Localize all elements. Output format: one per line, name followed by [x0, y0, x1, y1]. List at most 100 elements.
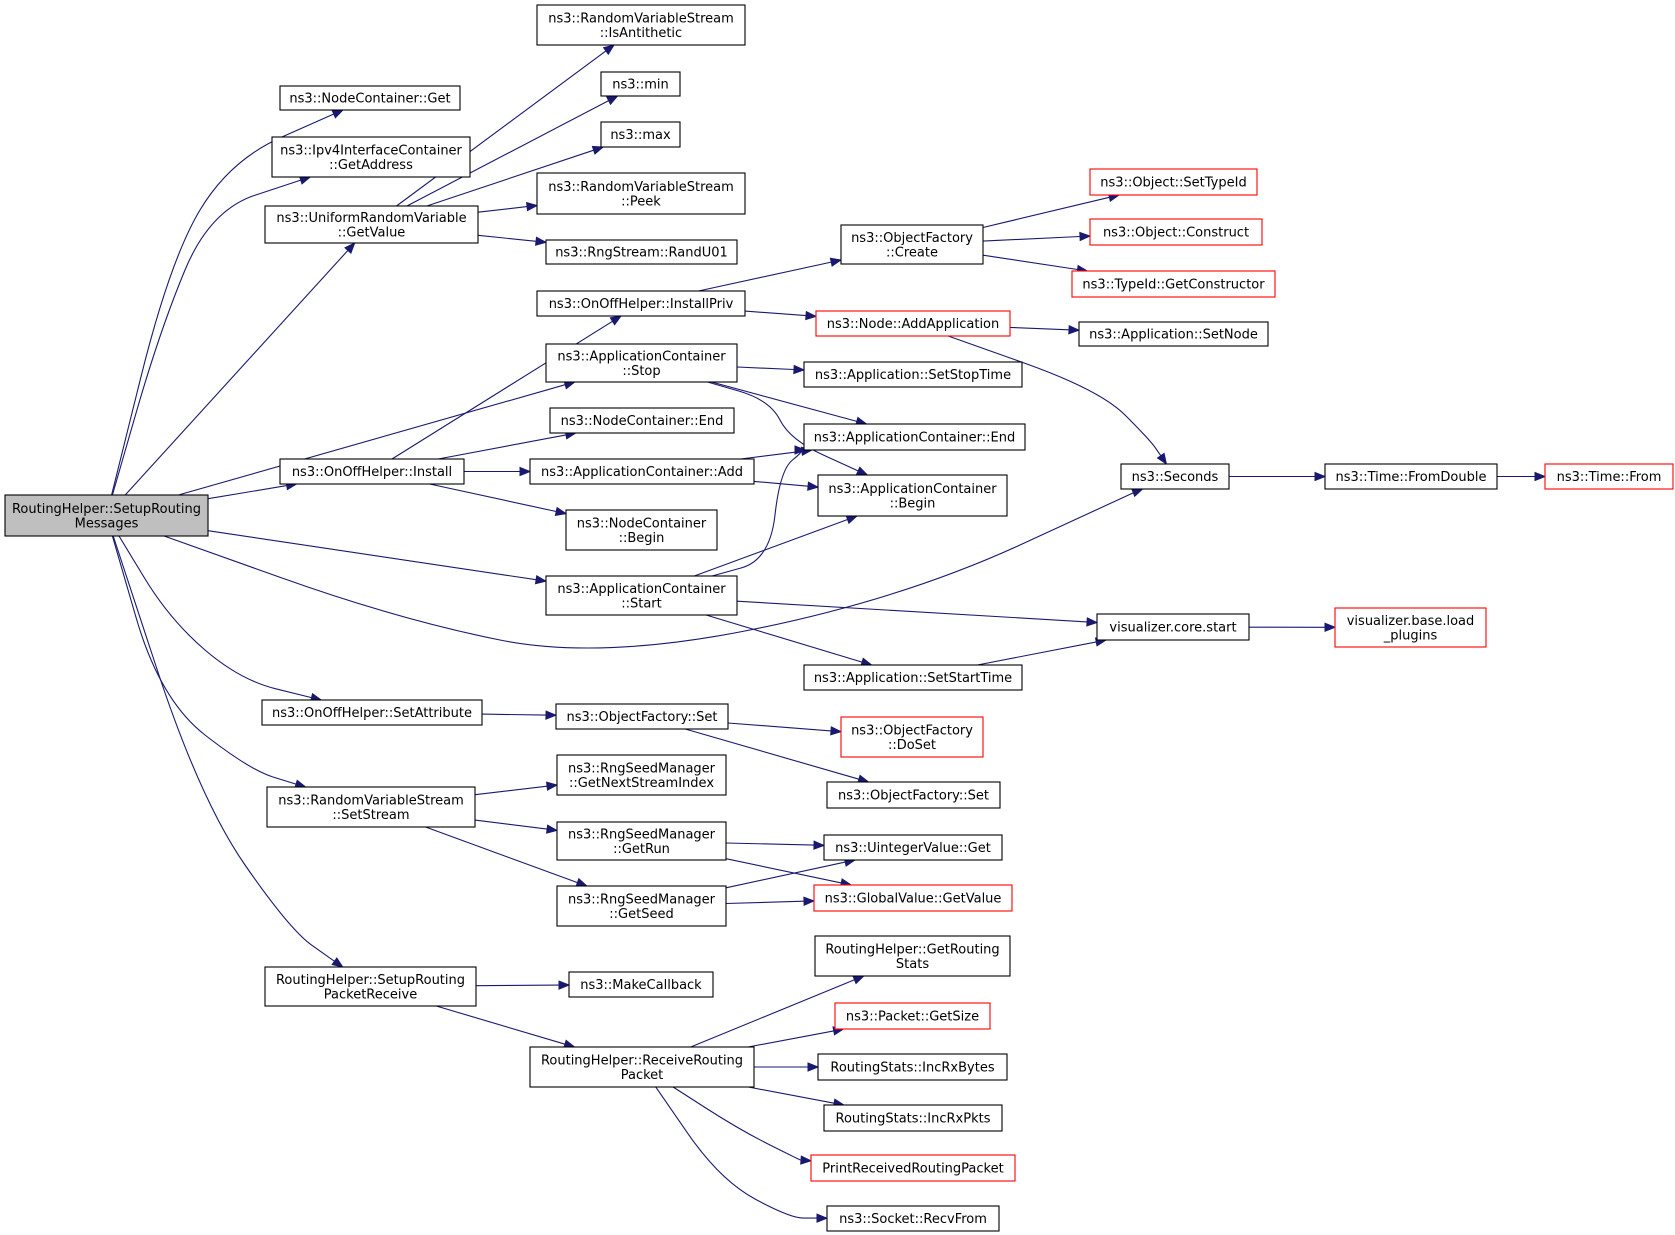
node-ipv4_getaddr[interactable]: ns3::Ipv4InterfaceContainer::GetAddress [271, 136, 471, 178]
edge-of_set-to-of_doset [727, 722, 843, 736]
node-ac_start[interactable]: ns3::ApplicationContainer::Start [545, 575, 738, 616]
edge-line [112, 535, 335, 962]
node-box [556, 754, 727, 796]
node-seconds[interactable]: ns3::Seconds [1120, 463, 1230, 490]
node-viz_load[interactable]: visualizer.base.load_plugins [1334, 607, 1487, 648]
node-viz_start[interactable]: visualizer.core.start [1096, 613, 1250, 641]
edge-arrowhead [545, 710, 558, 720]
node-label-line: visualizer.base.load [1347, 614, 1475, 629]
node-nc_begin[interactable]: ns3::NodeContainer::Begin [565, 509, 718, 551]
node-rvs_setstream[interactable]: ns3::RandomVariableStream::SetStream [266, 786, 476, 828]
node-nc_get[interactable]: ns3::NodeContainer::Get [279, 85, 461, 111]
node-rs_incrxpkts[interactable]: RoutingStats::IncRxPkts [823, 1104, 1003, 1132]
node-time_fromdouble[interactable]: ns3::Time::FromDouble [1324, 463, 1498, 490]
edge-arrowhead [535, 236, 548, 246]
node-oof_install[interactable]: ns3::OnOffHelper::Install [279, 458, 465, 485]
node-label-line: RoutingHelper::ReceiveRouting [541, 1053, 743, 1068]
node-sock_recvfrom[interactable]: ns3::Socket::RecvFrom [826, 1205, 1000, 1232]
edge-line [163, 490, 1138, 649]
node-label-line: ::Begin [619, 531, 665, 546]
edge-root-to-oof_setattr [118, 535, 323, 703]
node-time_from[interactable]: ns3::Time::From [1544, 463, 1674, 490]
node-ac_begin[interactable]: ns3::ApplicationContainer::Begin [817, 474, 1008, 517]
node-box [549, 407, 735, 434]
node-rng_randu01[interactable]: ns3::RngStream::RandU01 [545, 239, 738, 265]
edge-line [711, 381, 858, 422]
edge-line [982, 196, 1110, 229]
node-box [264, 205, 479, 244]
edge-arrowhead [344, 242, 356, 254]
node-oof_installpriv[interactable]: ns3::OnOffHelper::InstallPriv [536, 290, 746, 317]
node-label-line: Stats [896, 957, 929, 972]
node-rs_incrxbytes[interactable]: RoutingStats::IncRxBytes [817, 1053, 1008, 1081]
node-box [823, 1104, 1003, 1132]
node-box [545, 239, 738, 265]
node-label-line: ns3::ApplicationContainer [557, 582, 726, 597]
node-label-line: ns3::ObjectFactory [851, 723, 973, 738]
node-ns3_min[interactable]: ns3::min [600, 71, 681, 97]
node-oof_setattr[interactable]: ns3::OnOffHelper::SetAttribute [261, 699, 483, 726]
node-rvs_isanti[interactable]: ns3::RandomVariableStream::IsAntithetic [536, 4, 746, 46]
edge-rh_recvpkt-to-print_recv [672, 1086, 813, 1165]
edge-line [707, 381, 859, 472]
node-app_setstarttime[interactable]: ns3::Application::SetStartTime [803, 664, 1023, 691]
edge-line [118, 535, 312, 699]
edge-ac_stop-to-app_setstoptime [736, 364, 806, 375]
edge-line [474, 819, 548, 830]
edge-line [736, 366, 795, 371]
node-label-line: ns3::NodeContainer::End [561, 414, 724, 429]
node-node_addapp[interactable]: ns3::Node::AddApplication [815, 310, 1011, 337]
node-ns3_max[interactable]: ns3::max [600, 121, 681, 148]
node-rvs_peek[interactable]: ns3::RandomVariableStream::Peek [536, 172, 746, 215]
node-uint_get[interactable]: ns3::UintegerValue::Get [823, 834, 1003, 861]
node-app_setstoptime[interactable]: ns3::Application::SetStopTime [803, 361, 1023, 388]
node-obj_construct[interactable]: ns3::Object::Construct [1089, 218, 1263, 246]
edge-oof_install-to-oof_installpriv [391, 315, 623, 460]
node-print_recv[interactable]: PrintReceivedRoutingPacket [810, 1154, 1016, 1182]
node-rsm_getseed[interactable]: ns3::RngSeedManager::GetSeed [556, 885, 727, 927]
node-of_set2[interactable]: ns3::ObjectFactory::Set [826, 781, 1001, 809]
edge-line [438, 434, 567, 460]
node-ac_stop[interactable]: ns3::ApplicationContainer::Stop [545, 343, 738, 383]
node-label-line: RoutingHelper::SetupRouting [276, 973, 465, 988]
node-ac_end[interactable]: ns3::ApplicationContainer::End [803, 423, 1026, 451]
node-rsm_getrun[interactable]: ns3::RngSeedManager::GetRun [556, 821, 727, 861]
node-rsm_nextstream[interactable]: ns3::RngSeedManager::GetNextStreamIndex [556, 754, 727, 796]
node-of_create[interactable]: ns3::ObjectFactory::Create [840, 224, 984, 265]
edge-arrowhead [829, 257, 843, 267]
node-label-line: ::Peek [621, 194, 661, 209]
edge-arrowhead [1131, 488, 1144, 498]
node-nc_end[interactable]: ns3::NodeContainer::End [549, 407, 735, 434]
node-label-line: ns3::Node::AddApplication [827, 317, 1000, 332]
node-ac_add[interactable]: ns3::ApplicationContainer::Add [529, 458, 755, 485]
node-label-line: ::DoSet [888, 738, 936, 753]
node-app_setnode[interactable]: ns3::Application::SetNode [1078, 321, 1269, 347]
node-typeid_getctor[interactable]: ns3::TypeId::GetConstructor [1071, 270, 1276, 298]
node-label-line: ns3::RngStream::RandU01 [555, 246, 728, 261]
node-makecallback[interactable]: ns3::MakeCallback [568, 971, 714, 998]
node-box [1089, 168, 1258, 196]
node-urv_getvalue[interactable]: ns3::UniformRandomVariable::GetValue [264, 205, 479, 244]
edge-line [436, 1005, 566, 1045]
node-obj_settypeid[interactable]: ns3::Object::SetTypeId [1089, 168, 1258, 196]
node-of_set[interactable]: ns3::ObjectFactory::Set [555, 703, 729, 730]
node-gv_getvalue[interactable]: ns3::GlobalValue::GetValue [813, 884, 1013, 912]
edge-arrowhead [609, 315, 623, 326]
node-box [826, 1205, 1000, 1232]
node-label-line: ns3::RandomVariableStream [548, 11, 734, 26]
node-pkt_getsize[interactable]: ns3::Packet::GetSize [834, 1002, 991, 1030]
node-label-line: ns3::Time::FromDouble [1336, 470, 1487, 485]
node-of_doset[interactable]: ns3::ObjectFactory::DoSet [840, 716, 984, 758]
edge-rsm_getrun-to-gv_getvalue [725, 858, 853, 888]
node-box [1078, 321, 1269, 347]
node-box [803, 361, 1023, 388]
node-box [536, 4, 746, 46]
node-label-line: ns3::max [610, 128, 671, 143]
edge-line [977, 641, 1097, 666]
edge-arrowhead [554, 506, 568, 517]
edge-arrowhead [602, 44, 616, 56]
